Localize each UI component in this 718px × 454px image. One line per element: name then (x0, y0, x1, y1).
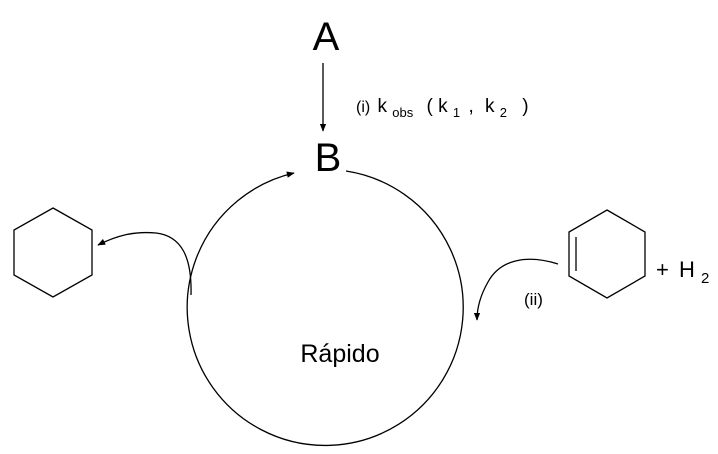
hydrogen-reagent-label: + H 2 (656, 257, 709, 287)
cycle-circle (186, 170, 464, 447)
cyclohexene-reactant (568, 209, 646, 299)
k1-symbol: k (438, 96, 448, 117)
hydrogen-subscript: 2 (701, 270, 709, 287)
cycle-label: Rápido (300, 340, 379, 368)
kobs-symbol: k (378, 96, 388, 117)
arrow-substrate-entry (473, 258, 559, 321)
cyclohexane-product (13, 207, 93, 298)
paren-open: ( (427, 96, 434, 117)
step-i-number: (i) (356, 99, 370, 116)
arrow-release-product (97, 231, 192, 296)
k1-subscript: 1 (453, 105, 460, 120)
species-a-label: A (313, 15, 340, 59)
k2-subscript: 2 (500, 105, 507, 120)
step-i-rate-label: (i) k obs ( k 1 , k 2 ) (356, 96, 529, 122)
kobs-subscript: obs (392, 105, 413, 120)
species-b-label: B (315, 136, 342, 180)
comma: , (468, 96, 473, 117)
hydrogen-symbol: H (679, 257, 695, 282)
k2-symbol: k (485, 96, 495, 117)
plus-sign: + (656, 257, 669, 282)
paren-close: ) (522, 96, 528, 117)
step-ii-label: (ii) (524, 290, 543, 309)
